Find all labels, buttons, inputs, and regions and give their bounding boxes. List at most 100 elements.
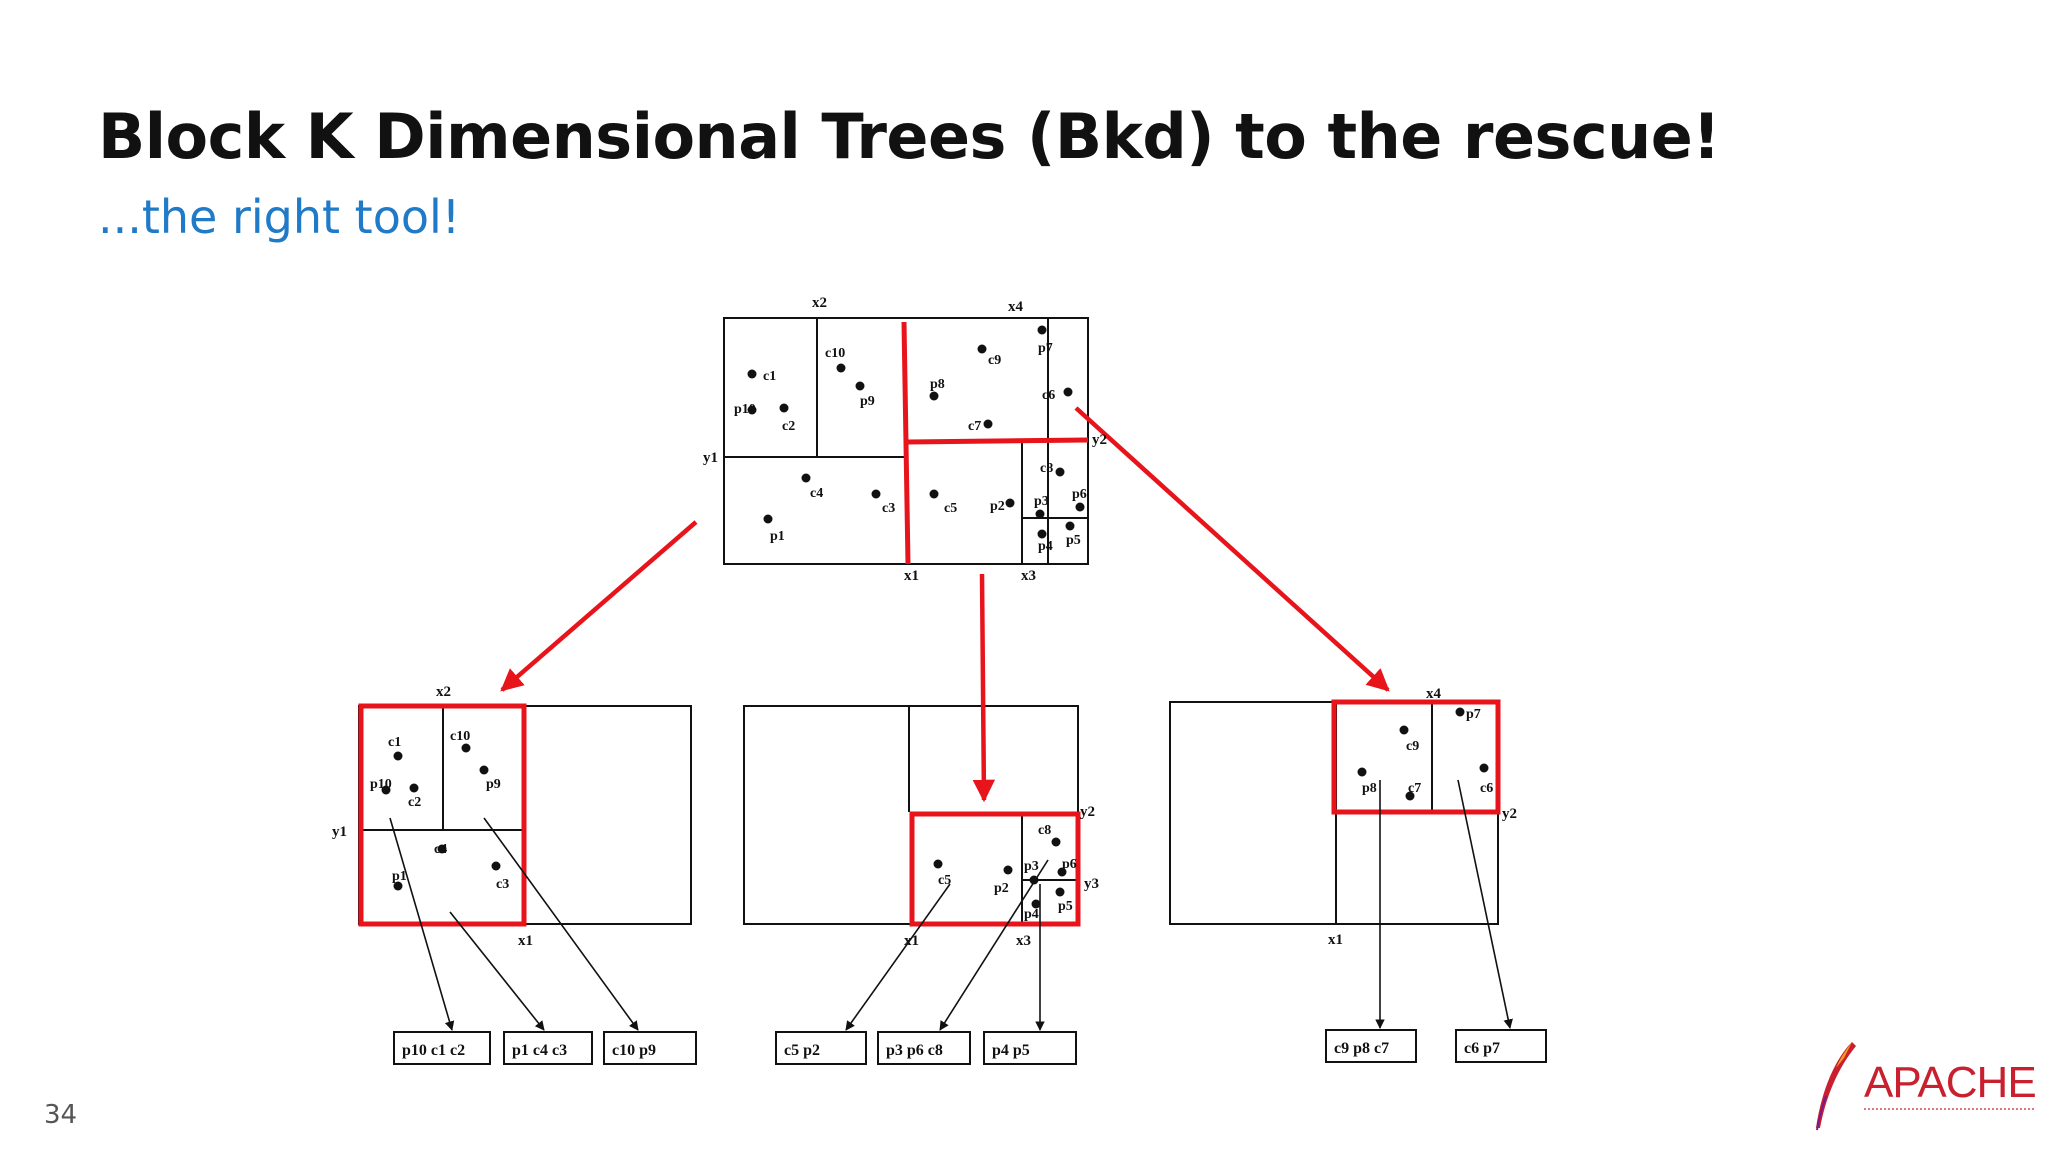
left-point-p10	[381, 785, 391, 795]
left-axis-label-x1: x1	[518, 933, 533, 949]
leaf-block-1	[393, 1031, 491, 1065]
leaf-label-4: c5 p2	[784, 1042, 820, 1059]
left-point-label-c10: c10	[450, 729, 470, 744]
leaf-block-6	[983, 1031, 1077, 1065]
leaf-pointer-2	[449, 911, 545, 1031]
left-point-label-p9: p9	[486, 777, 501, 792]
top-axis-label-x1: x1	[904, 568, 919, 584]
left-point-c3	[491, 861, 501, 871]
middle-point-label-p6: p6	[1062, 857, 1077, 872]
top-point-label-c3: c3	[882, 501, 895, 516]
top-point-c3	[871, 489, 881, 499]
top-point-label-p7: p7	[1038, 341, 1053, 356]
right-point-p8	[1357, 767, 1367, 777]
right-red-highlight	[1331, 699, 1501, 815]
top-axis-label-x4: x4	[1008, 299, 1024, 315]
middle-axis-label-y3: y3	[1084, 876, 1099, 892]
leaf-pointer-8	[1457, 779, 1513, 1029]
top-point-label-p3: p3	[1034, 494, 1049, 509]
leaf-label-6: p4 p5	[992, 1042, 1030, 1059]
left-point-label-c2: c2	[408, 795, 421, 810]
leaf-label-5: p3 p6 c8	[886, 1042, 943, 1059]
leaf-label-7: c9 p8 c7	[1334, 1040, 1389, 1057]
right-point-label-c6: c6	[1480, 781, 1493, 796]
top-point-label-c2: c2	[782, 419, 795, 434]
middle-point-label-c8: c8	[1038, 823, 1051, 838]
top-point-label-c7: c7	[968, 419, 981, 434]
left-point-c4	[437, 844, 447, 854]
middle-axis-label-x3: x3	[1016, 933, 1031, 949]
left-point-label-p1: p1	[392, 869, 407, 884]
top-point-label-c4: c4	[810, 486, 823, 501]
left-point-label-c3: c3	[496, 877, 509, 892]
leaf-pointer-4	[845, 883, 951, 1031]
left-point-p9	[479, 765, 489, 775]
top-point-label-p9: p9	[860, 394, 875, 409]
leaf-block-8	[1455, 1029, 1547, 1063]
right-point-c6	[1479, 763, 1489, 773]
middle-point-label-p2: p2	[994, 881, 1009, 896]
right-point-c9	[1399, 725, 1409, 735]
left-point-c10	[461, 743, 471, 753]
apache-wordmark: APACHE	[1864, 1058, 2037, 1107]
top-axis-label-y2: y2	[1092, 432, 1107, 448]
middle-point-p4	[1031, 899, 1041, 909]
top-point-label-c10: c10	[825, 346, 845, 361]
left-point-label-c1: c1	[388, 735, 401, 750]
middle-axis-label-x1: x1	[904, 933, 919, 949]
right-axis-label-x1: x1	[1328, 932, 1343, 948]
leaf-pointer-1	[389, 817, 455, 1031]
top-point-p10	[747, 405, 757, 415]
top-point-c8	[1055, 467, 1065, 477]
leaf-label-8: c6 p7	[1464, 1040, 1500, 1057]
left-point-label-c4: c4	[434, 842, 447, 857]
middle-point-p6	[1057, 867, 1067, 877]
leaf-label-2: p1 c4 c3	[512, 1042, 567, 1059]
leaf-block-2	[503, 1031, 593, 1065]
top-point-p2	[1005, 498, 1015, 508]
right-point-p7	[1455, 707, 1465, 717]
red-arrow-middle	[972, 573, 996, 803]
top-point-label-p5: p5	[1066, 533, 1081, 548]
top-point-p3	[1035, 509, 1045, 519]
top-point-p9	[855, 381, 865, 391]
leaf-pointer-5	[939, 859, 1049, 1031]
right-axis-label-y2: y2	[1502, 806, 1517, 822]
top-point-c1	[747, 369, 757, 379]
top-point-c9	[977, 344, 987, 354]
top-axis-label-x3: x3	[1021, 568, 1036, 584]
right-point-label-c9: c9	[1406, 739, 1419, 754]
top-point-p5	[1065, 521, 1075, 531]
top-point-label-p8: p8	[930, 377, 945, 392]
leaf-pointer-3	[483, 817, 639, 1031]
apache-tagline-rule	[1864, 1108, 2034, 1113]
leaf-block-5	[877, 1031, 971, 1065]
middle-point-c8	[1051, 837, 1061, 847]
top-point-label-c1: c1	[763, 369, 776, 384]
slide-title: Block K Dimensional Trees (Bkd) to the r…	[98, 100, 1721, 173]
top-red-split-x1	[901, 321, 911, 565]
top-point-label-p1: p1	[770, 529, 785, 544]
leaf-block-3	[603, 1031, 697, 1065]
right-point-label-c7: c7	[1408, 781, 1421, 796]
middle-point-p2	[1003, 865, 1013, 875]
top-point-label-p6: p6	[1072, 487, 1087, 502]
top-point-p7	[1037, 325, 1047, 335]
top-point-p1	[763, 514, 773, 524]
top-point-label-c8: c8	[1040, 461, 1053, 476]
middle-axis-label-y2: y2	[1080, 804, 1095, 820]
top-point-c4	[801, 473, 811, 483]
middle-point-p5	[1055, 887, 1065, 897]
right-point-c7	[1405, 791, 1415, 801]
middle-point-label-p5: p5	[1058, 899, 1073, 914]
right-axis-label-x4: x4	[1426, 686, 1442, 702]
right-point-label-p8: p8	[1362, 781, 1377, 796]
top-point-c6	[1063, 387, 1073, 397]
top-axis-label-y1: y1	[703, 450, 718, 466]
apache-feather-icon	[1816, 1042, 1856, 1131]
middle-red-highlight	[909, 811, 1081, 927]
left-point-p1	[393, 881, 403, 891]
top-point-c10	[836, 363, 846, 373]
top-point-p4	[1037, 529, 1047, 539]
